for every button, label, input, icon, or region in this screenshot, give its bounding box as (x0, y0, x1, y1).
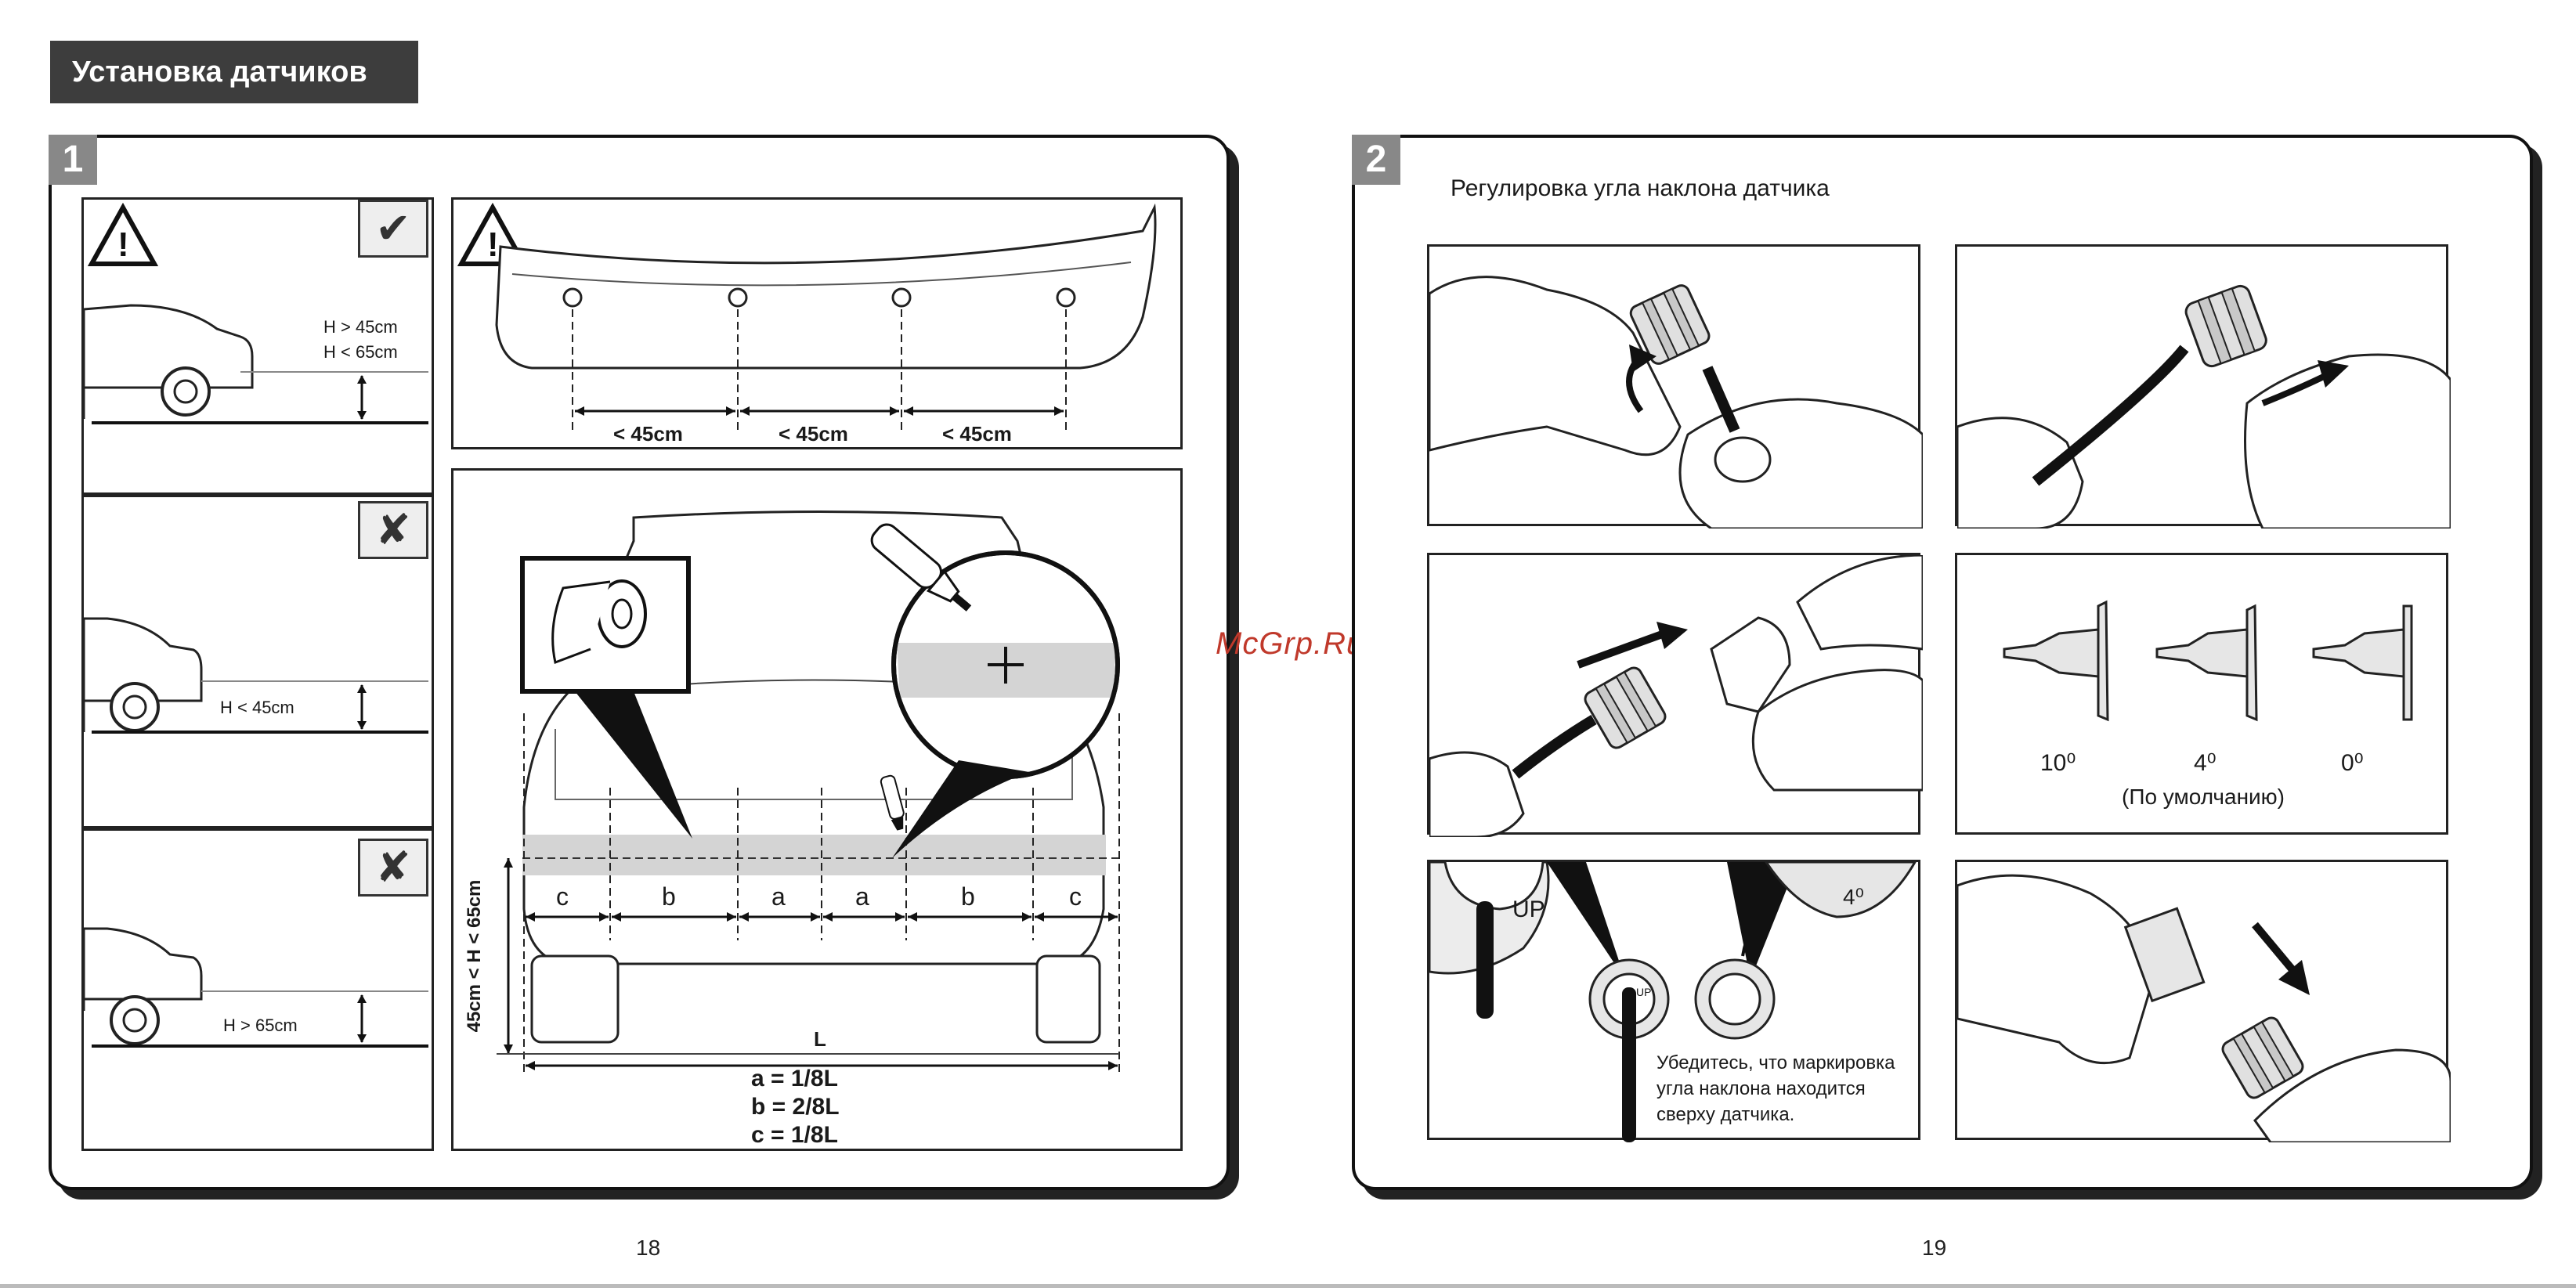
step-badge-2: 2 (1352, 135, 1400, 185)
angle-adjust-title: Регулировка угла наклона датчика (1451, 175, 1830, 202)
svg-text:!: ! (117, 225, 129, 264)
page-bottom-divider (0, 1284, 2576, 1288)
angle-options-frame: 10⁰ 4⁰ 0⁰ (По умолчанию) (1955, 553, 2448, 835)
ring-10deg-icon (2004, 630, 2098, 676)
segment-label: b (662, 882, 676, 911)
bumper-spacing-illustration: ! (453, 200, 1185, 452)
spacing-label: < 45cm (779, 422, 848, 446)
pull-arrow-icon (2278, 960, 2310, 995)
segment-label: a (855, 882, 869, 911)
bumper-spacing-frame: ! < 45cm < 45cm < 45cm (451, 197, 1183, 449)
check-icon: ✔ (358, 200, 428, 258)
cross-icon: ✘ (358, 839, 428, 897)
page-number-right: 19 (1922, 1236, 1946, 1261)
hand-insert-cable-illustration (1957, 247, 2451, 529)
height-range-vertical-label: 45cm < H < 65cm (464, 866, 486, 1046)
separate-ring-frame (1955, 860, 2448, 1140)
spacing-label: < 45cm (613, 422, 683, 446)
watermark-text: McGrp.Ru (1216, 626, 1364, 662)
segment-label: a (771, 882, 786, 911)
hand-remove-cap-illustration (1429, 247, 1923, 529)
attach-ring-frame (1427, 553, 1920, 835)
marking-orientation-frame: UP UP 4⁰ Убедитесь, что маркировка угла … (1427, 860, 1920, 1140)
height-correct-frame: ! ✔ H > 45cm H < 65cm (81, 197, 434, 495)
ring-4deg-icon (2157, 630, 2247, 676)
angle-label-4: 4⁰ (2194, 749, 2217, 777)
formula-c: c = 1/8L (751, 1122, 838, 1149)
angle-label-10: 10⁰ (2040, 749, 2076, 777)
height-high-label: H > 65cm (223, 1016, 298, 1036)
page-number-left: 18 (636, 1236, 660, 1261)
car-rear-layout-frame: c b a a b c 45cm < H < 65cm L a = 1/8L b… (451, 468, 1183, 1151)
spacing-label: < 45cm (942, 422, 1012, 446)
remove-sensor-cap-frame (1427, 244, 1920, 526)
height-too-high-frame: ✘ H > 65cm (81, 828, 434, 1151)
marking-caption-line3: сверху датчика. (1657, 1102, 1794, 1127)
cross-icon: ✘ (358, 501, 428, 559)
up-mark-label-large: UP (1512, 897, 1545, 923)
hand-attach-ring-illustration (1429, 555, 1923, 837)
angle-label-0: 0⁰ (2341, 749, 2364, 777)
formula-b: b = 2/8L (751, 1094, 840, 1120)
height-low-label: H < 45cm (220, 698, 294, 718)
push-arrow-icon (1657, 622, 1688, 649)
svg-text:!: ! (487, 225, 499, 264)
insert-cable-frame (1955, 244, 2448, 526)
formula-a: a = 1/8L (751, 1066, 838, 1092)
total-length-label: L (814, 1027, 826, 1052)
up-mark-label-small: UP (1636, 986, 1651, 998)
marking-caption-line1: Убедитесь, что маркировка (1657, 1050, 1895, 1076)
angle-mark-label: 4⁰ (1843, 884, 1864, 910)
segment-label: b (961, 882, 975, 911)
ring-0deg-icon (2314, 630, 2404, 676)
step-badge-1: 1 (49, 135, 97, 185)
default-angle-note: (По умолчанию) (2122, 784, 2285, 810)
segment-label: c (556, 882, 569, 911)
height-range-lower-label: H < 65cm (323, 342, 398, 363)
section-title: Установка датчиков (50, 41, 418, 103)
height-too-low-frame: ✘ H < 45cm (81, 495, 434, 828)
height-range-upper-label: H > 45cm (323, 317, 398, 337)
segment-label: c (1069, 882, 1082, 911)
hand-separate-ring-illustration (1957, 862, 2451, 1142)
marking-caption-line2: угла наклона находится (1657, 1076, 1866, 1102)
